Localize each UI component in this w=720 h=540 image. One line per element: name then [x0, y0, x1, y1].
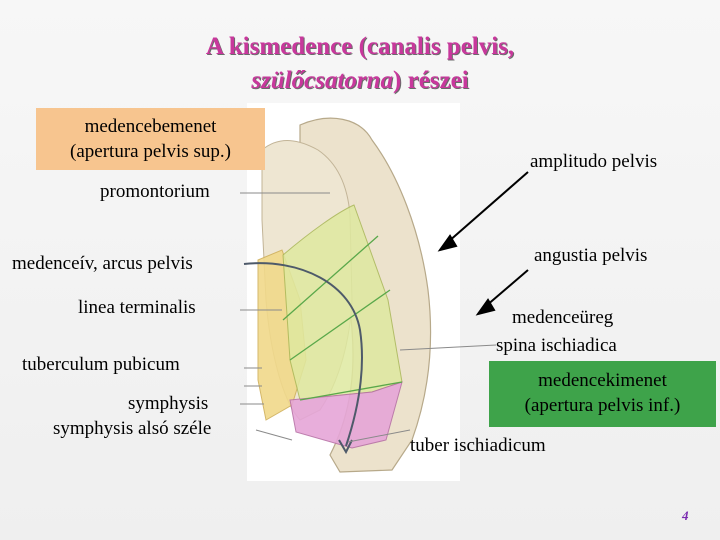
title-rest-part: ) részei	[393, 67, 469, 94]
leader-tuber	[347, 429, 411, 443]
outlet-plane-line	[299, 381, 403, 401]
outlet-label-line-2: (apertura pelvis inf.)	[524, 395, 681, 416]
arrow-angustia-head	[475, 298, 496, 316]
title-italic-part: szülőcsatorna	[251, 67, 394, 94]
page-title: A kismedence (canalis pelvis, szülőcsato…	[0, 30, 720, 98]
inlet-label-line-2: (apertura pelvis sup.)	[70, 141, 231, 162]
arrow-angustia-line	[485, 269, 529, 307]
label-linea-terminalis: linea terminalis	[78, 297, 196, 318]
axis-arrowhead	[338, 439, 353, 455]
label-tuber-ischiadicum: tuber ischiadicum	[410, 435, 546, 456]
label-tuberculum-pubicum: tuberculum pubicum	[22, 354, 180, 375]
label-symphysis-lower-edge: symphysis alsó széle	[53, 418, 212, 439]
outlet-label-box: medencekimenet (apertura pelvis inf.)	[489, 361, 716, 427]
label-angustia-pelvis: angustia pelvis	[534, 245, 648, 266]
inlet-plane-line	[282, 235, 379, 321]
inlet-label-box: medencebemenet (apertura pelvis sup.)	[36, 108, 265, 170]
outlet-label-line-1: medencekimenet	[538, 370, 667, 391]
label-spina-ischiadica: spina ischiadica	[496, 335, 617, 356]
middle-plane-line	[289, 289, 391, 361]
leader-symphysis-lower	[255, 429, 293, 441]
title-line-1: A kismedence (canalis pelvis,	[205, 33, 515, 60]
arrow-amplitudo-head	[437, 234, 458, 252]
pelvic-axis-curve	[243, 262, 363, 447]
inlet-label-line-1: medencebemenet	[84, 116, 217, 137]
label-symphysis: symphysis	[128, 393, 209, 414]
page-number: 4	[682, 508, 689, 523]
title-line-2: szülőcsatorna) részei	[0, 64, 720, 98]
label-promontorium: promontorium	[100, 181, 210, 202]
pelvic-outlet-region	[289, 381, 403, 449]
arrow-amplitudo-line	[447, 171, 529, 243]
label-pelvic-cavity: medenceüreg	[512, 307, 614, 328]
label-amplitudo-pelvis: amplitudo pelvis	[530, 151, 658, 172]
label-arcus-pelvis: medenceív, arcus pelvis	[12, 253, 193, 274]
pointer-arrows	[437, 171, 529, 316]
leader-lines	[240, 192, 497, 443]
leader-spina	[399, 344, 497, 351]
